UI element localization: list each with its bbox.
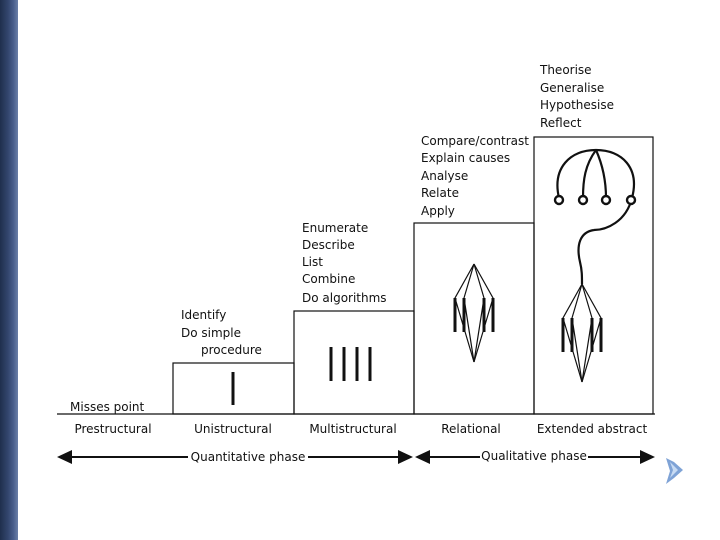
quantitative-phase-arrow: Quantitative phase [57, 450, 413, 464]
level-labels: Prestructural Unistructural Multistructu… [74, 422, 647, 436]
four-strokes-icon [329, 347, 372, 381]
qualitative-phase-arrow: Qualitative phase [415, 449, 655, 464]
verb: Generalise [540, 81, 604, 95]
chevron-right-icon[interactable] [666, 458, 683, 484]
verb: Compare/contrast [421, 134, 529, 148]
step-multistructural [293, 310, 415, 415]
level-label-multistructural: Multistructural [309, 422, 396, 436]
extended-structure-icon [553, 148, 637, 383]
verbs-unistructural: Identify Do simple procedure [181, 308, 262, 357]
verb: Apply [421, 204, 455, 218]
verb: Misses point [70, 400, 145, 414]
verb: Explain causes [421, 151, 510, 165]
verb: Analyse [421, 169, 468, 183]
verb: Combine [302, 272, 355, 286]
verb: Enumerate [302, 221, 368, 235]
verb: Describe [302, 238, 355, 252]
level-label-prestructural: Prestructural [74, 422, 151, 436]
verb: procedure [201, 343, 262, 357]
verb: Relate [421, 186, 459, 200]
verb: Theorise [539, 63, 592, 77]
slide-sidebar-decoration [0, 0, 18, 540]
verbs-prestructural: Misses point [70, 400, 145, 414]
level-label-extended-abstract: Extended abstract [537, 422, 648, 436]
verbs-multistructural: Enumerate Describe List Combine Do algor… [302, 221, 387, 305]
level-label-relational: Relational [441, 422, 501, 436]
verb: Do algorithms [302, 291, 387, 305]
quantitative-phase-label: Quantitative phase [191, 450, 306, 464]
qualitative-phase-label: Qualitative phase [481, 449, 587, 463]
connected-strokes-icon [453, 263, 495, 363]
verbs-relational: Compare/contrast Explain causes Analyse … [421, 134, 529, 218]
verbs-extended-abstract: Theorise Generalise Hypothesise Reflect [539, 63, 614, 130]
verb: List [302, 255, 323, 269]
level-label-unistructural: Unistructural [194, 422, 272, 436]
verb: Hypothesise [540, 98, 614, 112]
verb: Reflect [540, 116, 582, 130]
step-extended-abstract [533, 136, 654, 415]
verb: Do simple [181, 326, 241, 340]
verb: Identify [181, 308, 226, 322]
step-relational [413, 222, 535, 415]
